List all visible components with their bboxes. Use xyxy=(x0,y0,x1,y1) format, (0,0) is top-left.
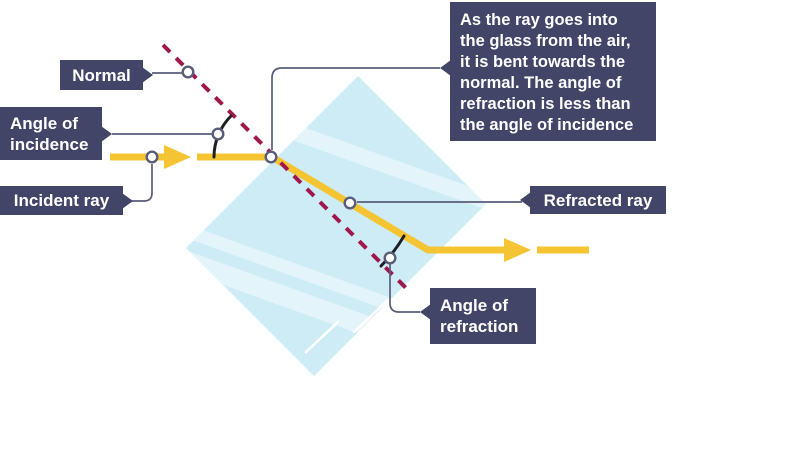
note-line: As the ray goes into xyxy=(460,11,618,29)
angle-of-incidence-marker-dot xyxy=(211,127,225,141)
note-line: the glass from the air, xyxy=(460,32,631,50)
explanation-note: As the ray goes into the glass from the … xyxy=(440,2,656,141)
angle-of-refraction-connector xyxy=(389,263,420,313)
refracted-ray-label-text: Refracted ray xyxy=(543,190,653,210)
angle-of-incidence-label: Angle of incidence xyxy=(0,107,112,160)
glass-shine-line xyxy=(352,298,390,334)
exit-ray-arrowhead xyxy=(504,238,531,262)
normal-label: Normal xyxy=(60,60,153,90)
incident-ray-arrowhead xyxy=(164,145,191,169)
incident-ray-label-text: Incident ray xyxy=(13,191,110,210)
angle-of-refraction-arc xyxy=(379,234,406,268)
explanation-note-pointer xyxy=(440,60,451,76)
incident-ray-label-pointer xyxy=(122,192,133,209)
angle-of-refraction-label: Angle of refraction xyxy=(420,288,536,344)
refracted-ray-line xyxy=(270,153,504,254)
note-connector xyxy=(271,67,440,150)
refracted-ray-label-pointer xyxy=(520,192,531,208)
refracted-ray-label: Refracted ray xyxy=(520,186,666,214)
note-line: normal. The angle of xyxy=(460,74,622,92)
angle-of-refraction-label-line2: refraction xyxy=(440,317,519,336)
glass-shine-line xyxy=(304,320,340,354)
glass-streak xyxy=(257,112,486,214)
angle-of-refraction-label-line1: Angle of xyxy=(440,296,508,315)
normal-label-pointer xyxy=(142,67,153,83)
note-line: the angle of incidence xyxy=(460,116,634,134)
incident-ray-marker-dot xyxy=(145,150,159,164)
normal-label-text: Normal xyxy=(72,65,131,85)
angle-of-incidence-label-pointer xyxy=(101,125,112,142)
note-line: refraction is less than xyxy=(460,95,631,113)
normal-dashed-line xyxy=(161,43,413,295)
angle-of-refraction-label-pointer xyxy=(420,304,431,320)
refracted-ray-marker-dot xyxy=(343,196,357,210)
glass-block xyxy=(186,76,486,376)
incident-ray-label: Incident ray xyxy=(0,186,133,215)
incidence-point-marker-dot xyxy=(264,150,278,164)
normal-marker-dot xyxy=(181,65,195,79)
note-line: it is bent towards the xyxy=(460,53,626,71)
incident-ray-connector xyxy=(132,164,153,202)
angle-of-refraction-marker-dot xyxy=(383,251,397,265)
angle-of-incidence-label-line1: Angle of xyxy=(10,113,78,133)
angle-of-incidence-label-line2: incidence xyxy=(10,134,89,154)
